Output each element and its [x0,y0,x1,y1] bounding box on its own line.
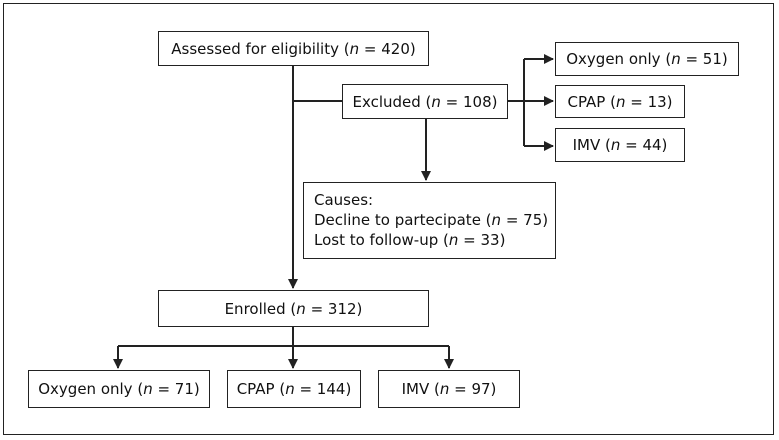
enrolled-text: Enrolled (n = 312) [224,299,363,318]
enrolled-oxygen-text: Oxygen only (n = 71) [38,380,200,398]
enrolled-imv-text: IMV (n = 97) [401,380,497,398]
enrolled-cpap-box: CPAP (n = 144) [227,370,361,408]
cause-lost-follow-up: Lost to follow-up (n = 33) [314,231,506,249]
enrolled-imv-box: IMV (n = 97) [378,370,520,408]
excluded-imv-text: IMV (n = 44) [572,136,668,154]
excluded-oxygen-text: Oxygen only (n = 51) [566,50,728,68]
enrolled-oxygen-box: Oxygen only (n = 71) [28,370,210,408]
excluded-cpap-text: CPAP (n = 13) [567,92,673,111]
assessed-box: Assessed for eligibility (n = 420) [158,31,429,66]
excluded-imv-box: IMV (n = 44) [555,128,685,162]
excluded-cpap-box: CPAP (n = 13) [555,85,685,118]
enrolled-cpap-text: CPAP (n = 144) [236,380,352,398]
diagram-frame [3,3,774,435]
cause-decline: Decline to partecipate (n = 75) [314,211,549,229]
excluded-oxygen-box: Oxygen only (n = 51) [555,42,739,76]
enrolled-box: Enrolled (n = 312) [158,290,429,327]
excluded-box: Excluded (n = 108) [342,84,508,119]
excluded-text: Excluded (n = 108) [352,92,498,111]
assessed-text: Assessed for eligibility (n = 420) [171,39,416,58]
causes-title: Causes: [314,191,374,209]
causes-box: Causes: Decline to partecipate (n = 75) … [303,182,556,259]
